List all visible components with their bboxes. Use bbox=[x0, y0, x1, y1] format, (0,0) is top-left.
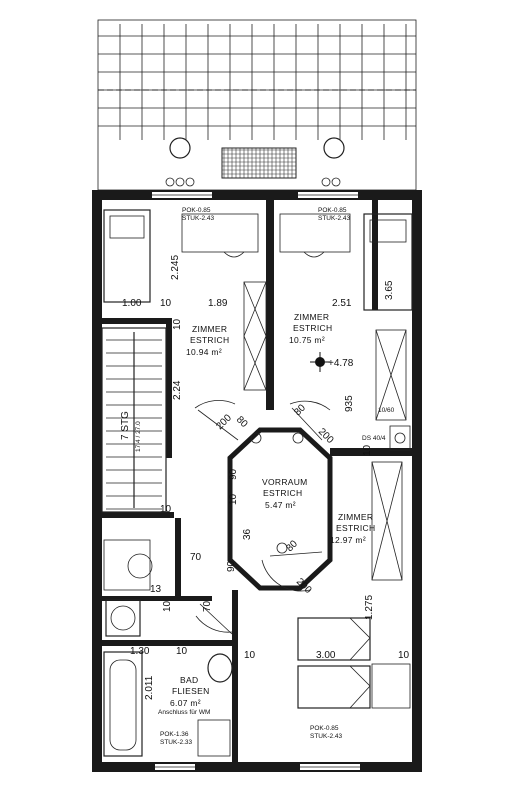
bed-icon bbox=[297, 617, 371, 661]
drain-icon bbox=[169, 137, 191, 159]
svg-text:STUK-2.43: STUK-2.43 bbox=[310, 733, 343, 740]
svg-text:ESTRICH: ESTRICH bbox=[293, 323, 332, 333]
bed-icon bbox=[297, 665, 371, 709]
svg-text:10: 10 bbox=[162, 600, 173, 612]
svg-text:10/60: 10/60 bbox=[378, 407, 395, 414]
svg-text:BAD: BAD bbox=[180, 675, 198, 685]
svg-text:6.07 m²: 6.07 m² bbox=[170, 698, 201, 708]
svg-text:10: 10 bbox=[244, 650, 256, 661]
svg-text:10: 10 bbox=[362, 444, 373, 456]
svg-text:+4.78: +4.78 bbox=[328, 358, 354, 369]
svg-text:ESTRICH: ESTRICH bbox=[263, 488, 302, 498]
svg-text:80: 80 bbox=[284, 538, 300, 554]
bathtub-icon bbox=[103, 651, 143, 757]
room-label-zimmer-bottom: ZIMMER ESTRICH 12.97 m² bbox=[330, 512, 375, 545]
svg-text:70: 70 bbox=[190, 552, 202, 563]
washing-machine-icon bbox=[105, 599, 141, 637]
desk-icon bbox=[279, 213, 351, 253]
balcony-grid bbox=[97, 19, 417, 191]
toilet-icon bbox=[207, 653, 233, 683]
svg-text:10: 10 bbox=[160, 504, 172, 515]
sink-icon bbox=[127, 553, 153, 579]
svg-text:STUK-2.43: STUK-2.43 bbox=[318, 215, 351, 222]
svg-text:10.75 m²: 10.75 m² bbox=[289, 335, 325, 345]
bed-icon bbox=[363, 213, 413, 311]
level-marker bbox=[310, 352, 330, 372]
svg-text:2.245: 2.245 bbox=[170, 255, 181, 280]
svg-text:80: 80 bbox=[234, 414, 250, 430]
svg-text:1.00: 1.00 bbox=[122, 298, 142, 309]
svg-text:70: 70 bbox=[202, 600, 213, 612]
svg-text:ZIMMER: ZIMMER bbox=[338, 512, 373, 522]
stair bbox=[101, 327, 167, 513]
svg-text:1.275: 1.275 bbox=[364, 595, 375, 620]
svg-text:90: 90 bbox=[228, 468, 239, 480]
svg-text:POK-0.85: POK-0.85 bbox=[310, 725, 339, 732]
svg-text:10.94 m²: 10.94 m² bbox=[186, 347, 222, 357]
svg-text:Anschluss für WM: Anschluss für WM bbox=[158, 709, 210, 716]
svg-text:10: 10 bbox=[172, 318, 183, 330]
svg-text:3.65: 3.65 bbox=[384, 280, 395, 300]
room-label-vorraum: VORRAUM ESTRICH 5.47 m² bbox=[262, 477, 308, 510]
window-label-top-left: POK-0.85 STUK-2.43 bbox=[182, 207, 215, 222]
svg-text:7 STG: 7 STG bbox=[120, 411, 131, 440]
svg-text:STUK-2.33: STUK-2.33 bbox=[160, 739, 193, 746]
svg-text:36: 36 bbox=[242, 528, 253, 540]
drain-icon bbox=[323, 137, 345, 159]
svg-text:DS 40/4: DS 40/4 bbox=[362, 435, 386, 442]
sink-icon bbox=[197, 719, 231, 757]
svg-text:10: 10 bbox=[176, 646, 188, 657]
bed-icon bbox=[103, 209, 151, 303]
svg-text:2.011: 2.011 bbox=[144, 675, 155, 700]
svg-text:ZIMMER: ZIMMER bbox=[192, 324, 227, 334]
svg-text:POK-0.85: POK-0.85 bbox=[318, 207, 347, 214]
svg-text:935: 935 bbox=[344, 395, 355, 412]
window-label-bad: POK-1.36 STUK-2.33 bbox=[160, 731, 193, 746]
svg-text:ESTRICH: ESTRICH bbox=[336, 523, 375, 533]
interior-walls bbox=[102, 200, 414, 762]
svg-text:1.30: 1.30 bbox=[130, 646, 150, 657]
furniture bbox=[103, 209, 413, 757]
svg-text:1.89: 1.89 bbox=[208, 298, 228, 309]
svg-text:12.97 m²: 12.97 m² bbox=[330, 535, 366, 545]
svg-text:13: 13 bbox=[150, 584, 162, 595]
svg-text:VORRAUM: VORRAUM bbox=[262, 477, 308, 487]
doors bbox=[194, 400, 331, 635]
svg-text:STUK-2.43: STUK-2.43 bbox=[182, 215, 215, 222]
svg-text:POK-1.36: POK-1.36 bbox=[160, 731, 189, 738]
svg-text:90: 90 bbox=[226, 560, 237, 572]
svg-text:10: 10 bbox=[160, 298, 172, 309]
svg-text:ZIMMER: ZIMMER bbox=[294, 312, 329, 322]
svg-text:2.51: 2.51 bbox=[332, 298, 352, 309]
room-label-bad: BAD FLIESEN 6.07 m² Anschluss für WM bbox=[158, 675, 210, 716]
svg-text:FLIESEN: FLIESEN bbox=[172, 686, 210, 696]
room-label-zimmer-right: ZIMMER ESTRICH 10.75 m² bbox=[289, 312, 332, 345]
svg-text:3.00: 3.00 bbox=[316, 650, 336, 661]
svg-text:200: 200 bbox=[214, 412, 234, 432]
closet bbox=[371, 461, 403, 581]
exterior-walls bbox=[92, 190, 422, 772]
closet bbox=[375, 329, 407, 421]
hallway-vorraum bbox=[227, 427, 333, 591]
desk-icon bbox=[181, 213, 259, 253]
svg-text:POK-0.85: POK-0.85 bbox=[182, 207, 211, 214]
svg-text:ESTRICH: ESTRICH bbox=[190, 335, 229, 345]
room-label-zimmer-left: ZIMMER ESTRICH 10.94 m² bbox=[186, 324, 229, 357]
window-label-top-right: POK-0.85 STUK-2.43 bbox=[318, 207, 351, 222]
svg-text:10: 10 bbox=[398, 650, 410, 661]
svg-text:2.24: 2.24 bbox=[172, 380, 183, 400]
svg-text:80: 80 bbox=[292, 402, 308, 418]
svg-text:5.47 m²: 5.47 m² bbox=[265, 500, 296, 510]
svg-text:10: 10 bbox=[228, 493, 239, 505]
svg-text:17.4 / 27.0: 17.4 / 27.0 bbox=[135, 421, 142, 452]
svg-text:200: 200 bbox=[316, 426, 336, 446]
closet bbox=[243, 281, 267, 391]
nightstand bbox=[371, 663, 411, 709]
window-label-bottom-right: POK-0.85 STUK-2.43 bbox=[310, 725, 343, 740]
